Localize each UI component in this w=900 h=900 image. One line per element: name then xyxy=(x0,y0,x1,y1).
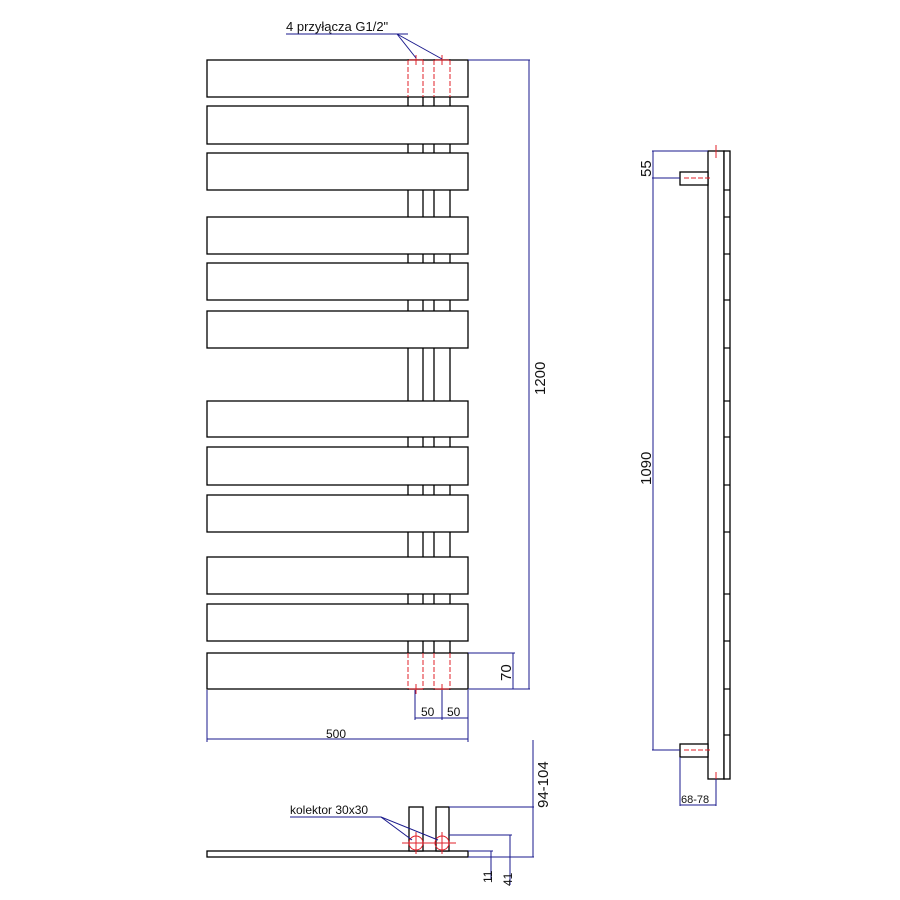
connections-label: 4 przyłącza G1/2" xyxy=(286,19,389,34)
spacing-value-2: 50 xyxy=(447,705,461,719)
heater-panel xyxy=(206,59,469,98)
connection-centerlines xyxy=(407,55,451,694)
collector-label: kolektor 30x30 xyxy=(290,803,368,817)
bottom-offset-dimension: 70 xyxy=(468,652,515,689)
heater-panel xyxy=(206,494,469,533)
heater-panel xyxy=(206,152,469,191)
wall-distance-value: 68-78 xyxy=(681,794,709,806)
top-offset-value: 55 xyxy=(638,160,655,177)
heater-panel xyxy=(206,105,469,145)
base-11-value: 11 xyxy=(481,870,495,883)
width-value: 500 xyxy=(326,727,346,741)
heater-panel xyxy=(206,400,469,438)
base-41-value: 41 xyxy=(501,872,515,886)
heater-panel xyxy=(206,556,469,595)
height-value: 1200 xyxy=(532,362,549,395)
bottom-offset-value: 70 xyxy=(498,664,515,681)
heater-panel xyxy=(206,652,469,690)
spacing-dimension: 50 50 xyxy=(414,690,469,720)
spacing-value-1: 50 xyxy=(421,705,435,719)
top-view: kolektor 30x30 94-104 11 41 xyxy=(206,740,552,886)
depth-value: 94-104 xyxy=(535,761,552,808)
heater-panel xyxy=(206,446,469,486)
heater-panel xyxy=(206,603,469,642)
front-view xyxy=(206,55,469,694)
heater-panel xyxy=(206,216,469,255)
heater-panel xyxy=(206,262,469,301)
side-view: 55 1090 68-78 xyxy=(638,145,731,806)
height-dimension: 1200 xyxy=(468,59,549,690)
width-dimension: 500 xyxy=(206,690,469,742)
connections-callout: 4 przyłącza G1/2" xyxy=(286,19,443,60)
mount-spacing-value: 1090 xyxy=(638,452,655,485)
heater-panels xyxy=(206,59,469,690)
heater-panel xyxy=(206,310,469,349)
